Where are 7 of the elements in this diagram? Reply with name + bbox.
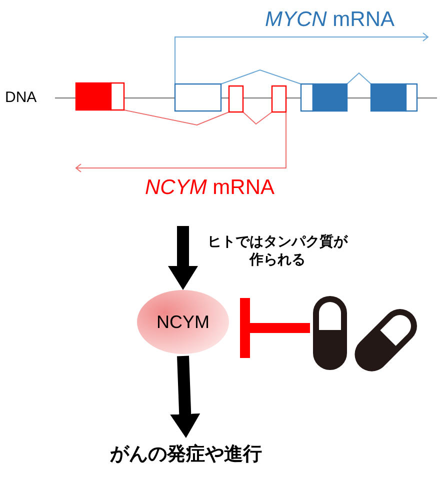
protein-name: NCYM [156,312,210,332]
edge-label: ヒトではタンパク質が作られる [206,232,349,268]
protein-ellipse [137,290,229,354]
dna-label: DNA [5,90,37,106]
mrna-label: NCYM mRNA [145,176,275,200]
mrna-label: MYCN mRNA [265,8,395,32]
outcome-label: がんの発症や進行 [110,442,262,467]
